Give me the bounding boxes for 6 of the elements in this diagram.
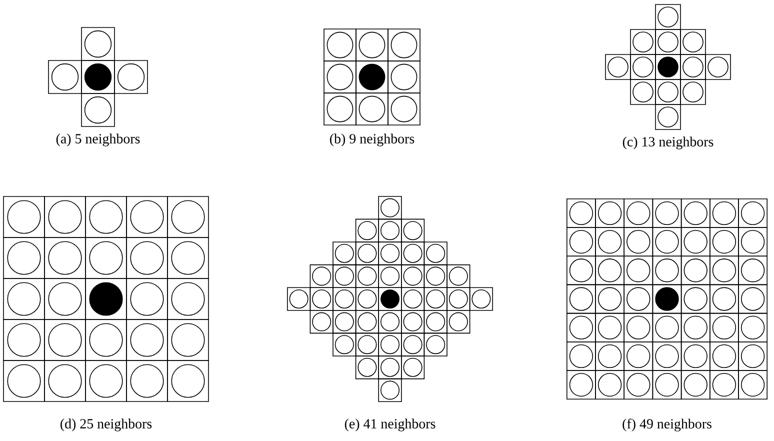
subfigure-caption: (d) 25 neighbors — [60, 418, 152, 432]
subfigure-caption: (e) 41 neighbors — [344, 418, 436, 432]
subfigure-caption: (a) 5 neighbors — [56, 134, 140, 146]
subfigure-caption: (b) 9 neighbors — [330, 134, 414, 146]
subfigure-caption: (f) 49 neighbors — [622, 418, 712, 432]
subfigure-caption: (c) 13 neighbors — [622, 136, 714, 150]
